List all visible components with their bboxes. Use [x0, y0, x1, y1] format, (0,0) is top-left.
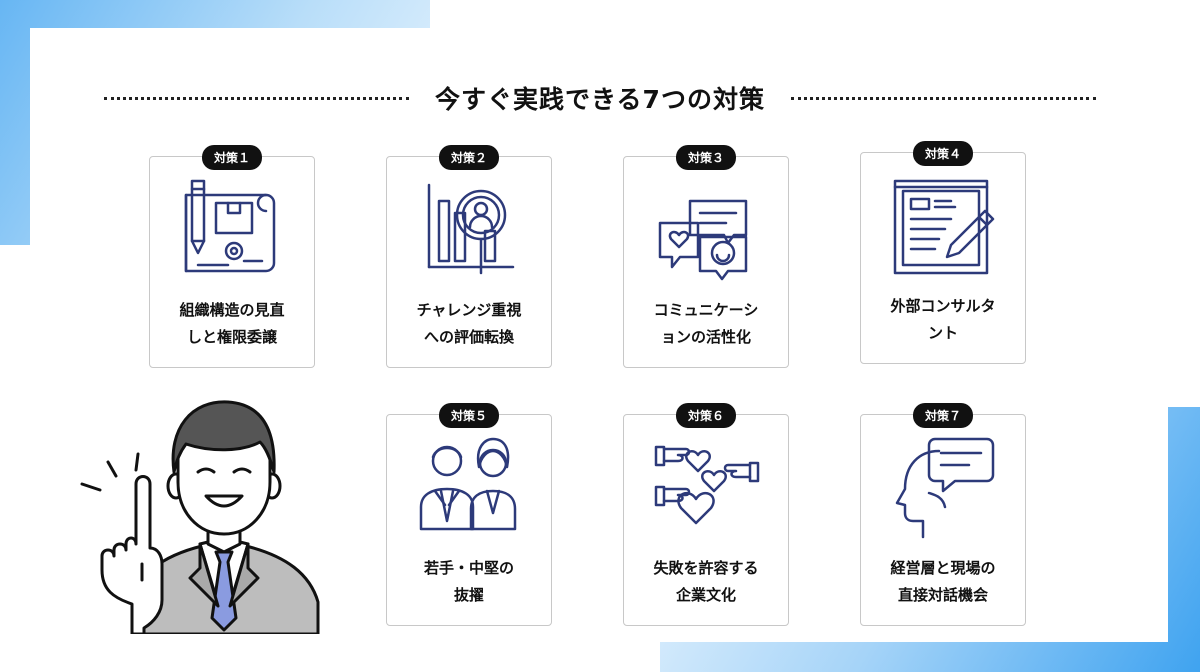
- business-people-icon: [419, 437, 517, 531]
- measure-card-2: 対策２ チャレンジ重視 への評価転換: [386, 145, 552, 368]
- measure-label: 経営層と現場の 直接対話機会: [890, 559, 996, 604]
- measure-badge: 対策４: [912, 141, 974, 166]
- document-pen-icon: [893, 179, 995, 275]
- measure-label: 失敗を許容する 企業文化: [653, 559, 759, 604]
- page-title: 今すぐ実践できる7つの対策: [435, 85, 765, 114]
- measure-badge: 対策５: [438, 403, 500, 428]
- measure-card-5: 対策５ 若手・中堅の 抜擢: [386, 403, 552, 626]
- measure-label: コミュニケーシ ョンの活性化: [653, 301, 759, 346]
- measure-badge: 対策２: [438, 145, 500, 170]
- magnify-person-chart-icon: [427, 183, 515, 275]
- measure-label: チャレンジ重視 への評価転換: [416, 301, 522, 346]
- blueprint-icon: [184, 179, 276, 273]
- head-speech-icon: [895, 437, 995, 539]
- measure-badge: 対策６: [675, 403, 737, 428]
- measure-badge: 対策３: [675, 145, 737, 170]
- measure-card-4: 対策４ 外部コンサルタ ント: [860, 141, 1026, 364]
- measure-card-7: 対策７ 経営層と現場の 直接対話機会: [860, 403, 1026, 626]
- title-row: 今すぐ実践できる7つの対策: [104, 80, 1096, 116]
- measure-label: 組織構造の見直 しと権限委譲: [179, 301, 285, 346]
- title-divider-right: [790, 96, 1096, 100]
- measure-label: 外部コンサルタ ント: [890, 297, 996, 342]
- measure-label: 若手・中堅の 抜擢: [423, 559, 514, 604]
- measure-badge: 対策１: [201, 145, 263, 170]
- businessman-pointing-illustration: [80, 400, 320, 634]
- title-divider-left: [104, 96, 410, 100]
- measure-card-3: 対策３ コミュニケーシ ョンの活性化: [623, 145, 789, 368]
- chat-bubbles-icon: [658, 199, 748, 281]
- hands-hearts-icon: [654, 445, 760, 525]
- measure-card-1: 対策１ 組織構造の見直 しと権限委譲: [149, 145, 315, 368]
- measure-badge: 対策７: [912, 403, 974, 428]
- measure-card-6: 対策６ 失敗を許容する 企業文化: [623, 403, 789, 626]
